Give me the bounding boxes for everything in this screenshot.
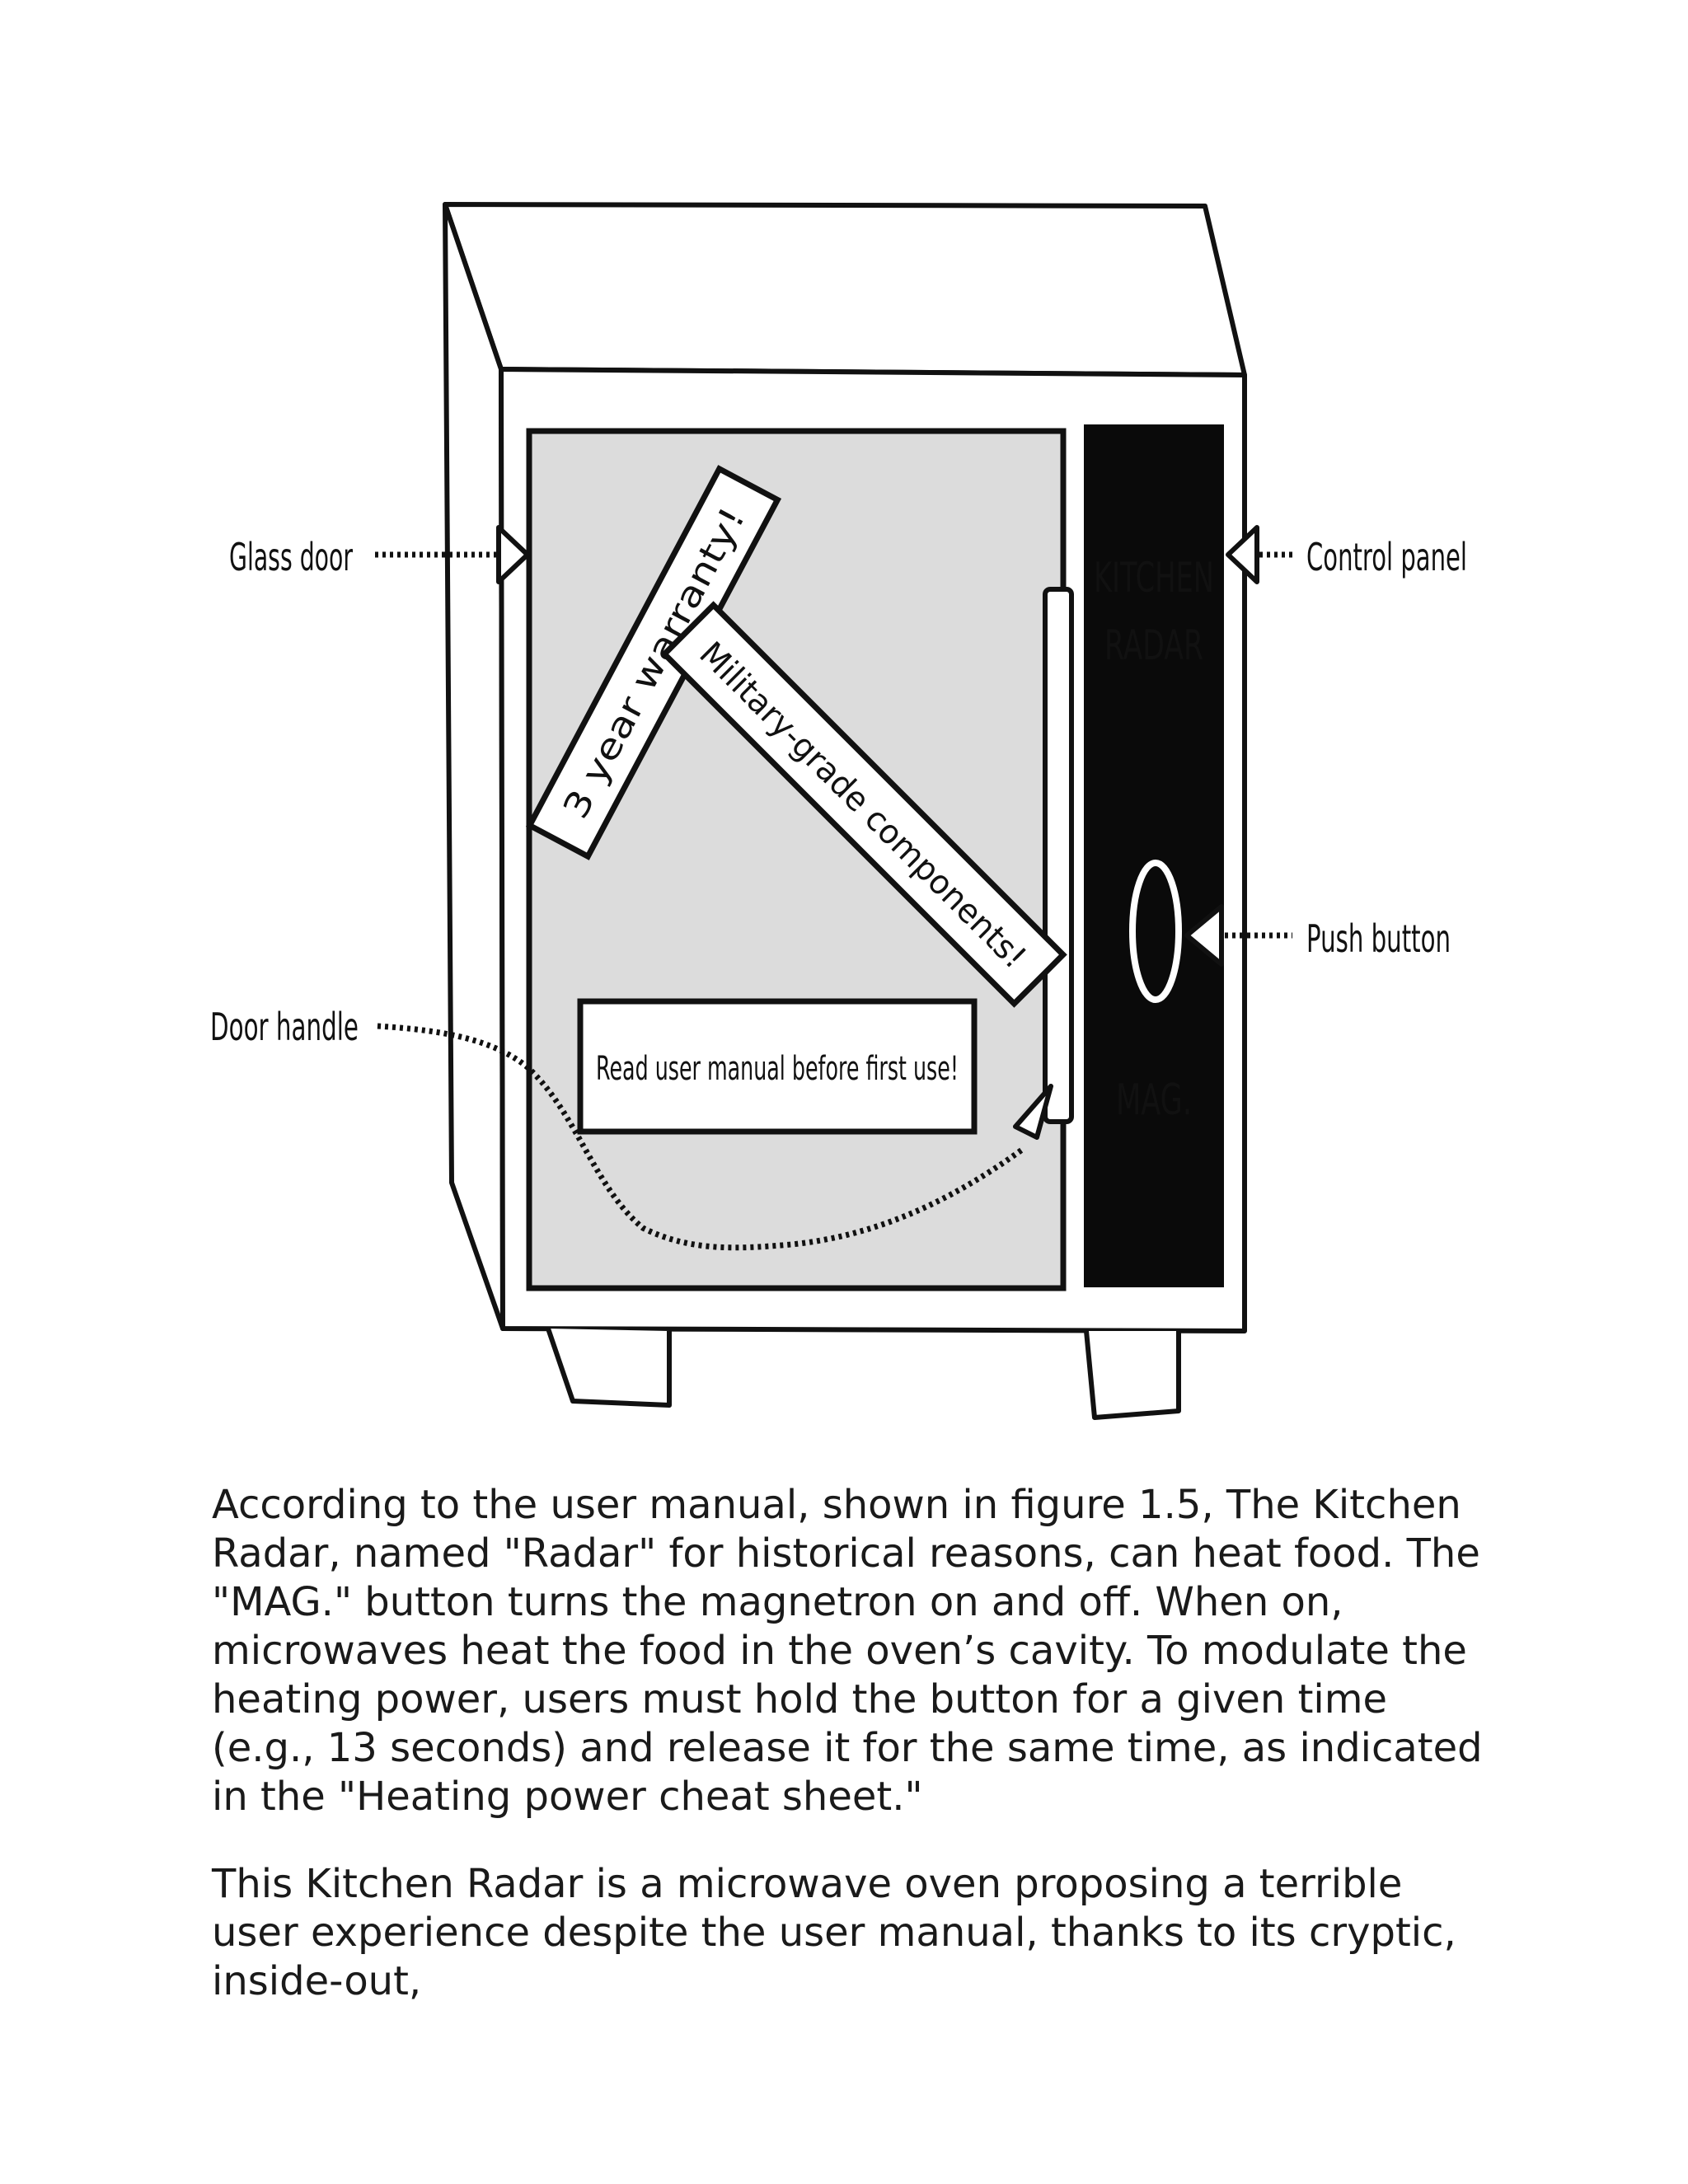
callout-glass-door: Glass door <box>229 525 530 584</box>
oven-side-face <box>443 202 505 1331</box>
callout-push-button: Push button <box>1184 904 1451 967</box>
callout-door-handle: Door handle <box>210 1005 1053 1251</box>
body-paragraph-2: This Kitchen Radar is a microwave oven p… <box>212 1861 1456 2004</box>
svg-text:Read user manual before first: Read user manual before first use! <box>596 1050 959 1088</box>
oven-top-face <box>443 202 1247 377</box>
sticker-read-manual: Read user manual before first use! <box>577 998 978 1135</box>
door-handle <box>1043 587 1074 1124</box>
glass-door <box>526 428 1067 1291</box>
body-paragraph-1: According to the user manual, shown in f… <box>212 1482 1483 1820</box>
oven-legs <box>546 1328 1181 1420</box>
brand-line-2: RADAR <box>1104 621 1203 669</box>
push-button <box>1129 860 1182 1003</box>
svg-text:Push button: Push button <box>1306 916 1451 961</box>
control-panel <box>1084 424 1224 1287</box>
svg-text:Door handle: Door handle <box>210 1005 359 1049</box>
brand-line-1: KITCHEN <box>1094 554 1214 602</box>
mag-label: MAG. <box>1116 1076 1192 1125</box>
microwave-illustration: KITCHEN RADAR MAG. 3 year warranty! Mili… <box>210 202 1467 1420</box>
svg-text:Glass door: Glass door <box>229 535 353 579</box>
svg-text:Control panel: Control panel <box>1306 535 1467 579</box>
callout-control-panel: Control panel <box>1226 525 1467 584</box>
